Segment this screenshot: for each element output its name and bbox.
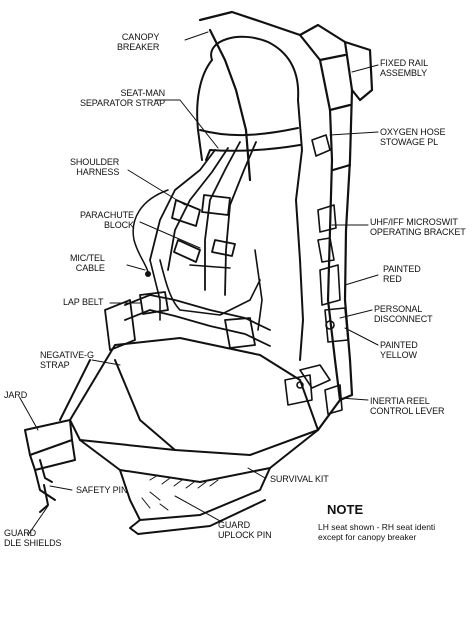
guards — [24, 419, 76, 513]
label-mic-tel-cable: MIC/TEL CABLE — [70, 253, 105, 273]
seat-pan — [59, 337, 319, 535]
right-mechanism — [284, 134, 349, 415]
label-safety-pin: SAFETY PIN — [76, 485, 128, 495]
label-uhf-iff-bracket: UHF/IFF MICROSWIT OPERATING BRACKET — [370, 217, 466, 237]
note-title: NOTE — [327, 502, 364, 517]
label-seat-man-separator-strap: SEAT-MAN SEPARATOR STRAP — [80, 88, 166, 108]
label-fixed-rail-assembly: FIXED RAIL ASSEMBLY — [380, 58, 429, 78]
label-shoulder-harness: SHOULDER HARNESS — [70, 157, 120, 177]
parachute-block — [149, 249, 263, 331]
shoulder-harness — [149, 141, 257, 296]
label-personal-disconnect: PERSONAL DISCONNECT — [374, 304, 433, 324]
survival-kit-hatch — [141, 474, 219, 511]
label-parachute-block: PARACHUTE BLOCK — [80, 210, 134, 230]
label-painted-red: PAINTED RED — [383, 264, 421, 284]
label-survival-kit: SURVIVAL KIT — [270, 474, 329, 484]
leader-lines — [19, 31, 379, 536]
lap-belt — [104, 291, 271, 351]
label-painted-yellow: PAINTED YELLOW — [380, 340, 418, 360]
mic-tel-cable — [132, 189, 169, 273]
label-oxygen-hose-stowage: OXYGEN HOSE STOWAGE PL — [380, 127, 446, 147]
seat-back — [196, 35, 304, 361]
seat-frame — [198, 10, 374, 432]
label-inertia-reel: INERTIA REEL CONTROL LEVER — [370, 396, 445, 416]
label-lap-belt: LAP BELT — [63, 297, 104, 307]
label-negative-g-strap: NEGATIVE-G STRAP — [40, 350, 94, 370]
note-text: LH seat shown - RH seat identi except fo… — [318, 522, 436, 542]
label-guard-uplock-pin: GUARD UPLOCK PIN — [218, 520, 272, 540]
label-guard-bottom: GUARD DLE SHIELDS — [4, 528, 62, 548]
label-canopy-breaker: CANOPY BREAKER — [117, 32, 160, 52]
label-guard-top: JARD — [4, 390, 28, 400]
